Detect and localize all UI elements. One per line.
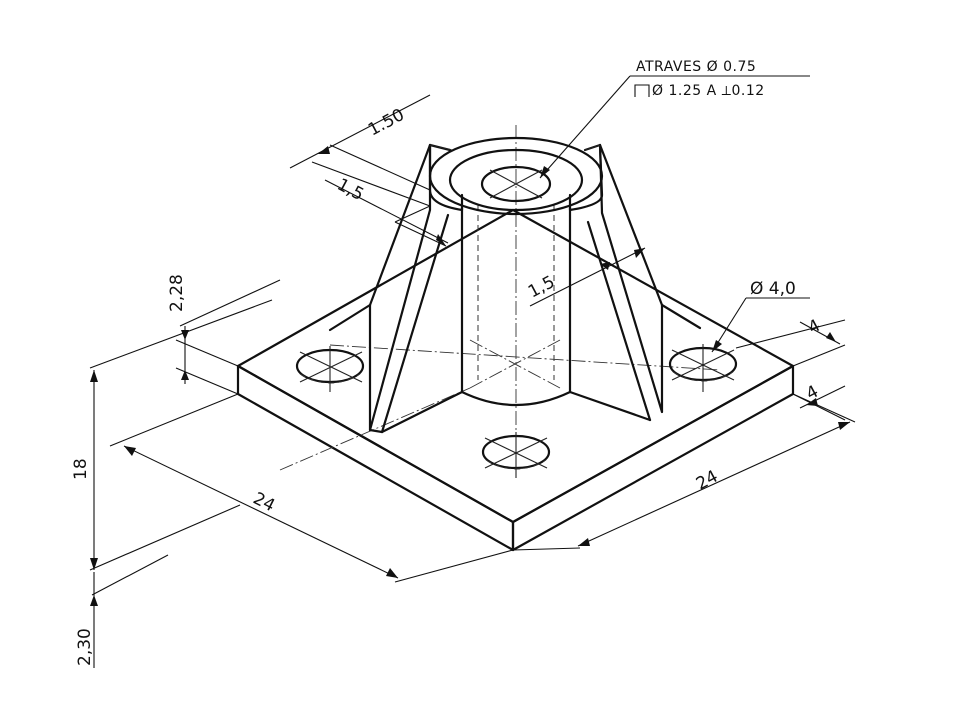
dim-label-4-upper: 4	[805, 316, 824, 339]
dim-rib-thickness	[529, 247, 646, 307]
center-lines	[279, 125, 721, 471]
dim-label-24-right: 24	[693, 467, 721, 495]
dim-label-hole-dia: Ø 4,0	[750, 279, 796, 299]
dim-label-2-30: 2,30	[75, 628, 95, 666]
dim-label-1-5-rib: 1,5	[525, 272, 558, 302]
callout-text-line1: ATRAVES Ø 0.75	[636, 59, 756, 75]
dim-label-18: 18	[71, 458, 91, 480]
top-boss	[428, 136, 604, 216]
base-hole-right	[668, 344, 738, 392]
dim-base-thickness	[175, 279, 281, 395]
callout-text-line2: Ø 1.25 A ⟂0.12	[652, 83, 765, 99]
dim-hole-offsets	[735, 319, 846, 421]
cylinder	[460, 205, 572, 406]
dim-label-24-left: 24	[250, 489, 278, 517]
dim-wall-thickness	[324, 179, 449, 247]
dim-bottom	[90, 554, 169, 668]
dim-label-2-28: 2,28	[167, 274, 187, 312]
leader-hole-dia	[711, 297, 810, 353]
counterbore-symbol	[634, 84, 650, 97]
dim-label-1-5-left: 1,5	[334, 175, 367, 205]
base-hole-left	[295, 346, 365, 392]
body-ribs	[328, 143, 702, 434]
dim-base-right	[512, 393, 856, 551]
dim-top-wall	[289, 94, 431, 207]
dim-height	[89, 299, 273, 571]
callout-hole-note	[539, 75, 810, 179]
dim-base-left	[109, 393, 514, 583]
base-hole-front	[481, 432, 551, 478]
